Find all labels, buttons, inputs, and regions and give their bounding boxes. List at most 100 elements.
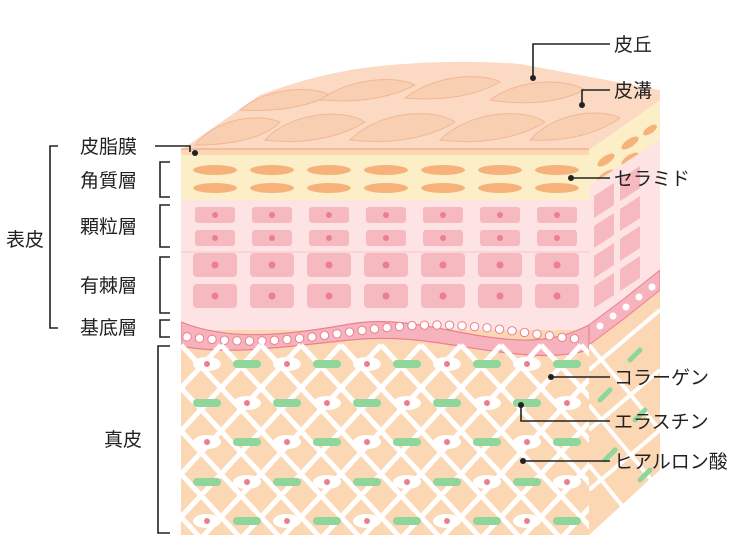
label-ceramide: セラミド <box>614 168 690 190</box>
cell-nucleus <box>284 439 290 445</box>
label-hishimaku: 皮脂膜 <box>80 136 137 158</box>
label-hyaluronic: ヒアルロン酸 <box>614 451 728 473</box>
ceramide-marks <box>193 165 579 193</box>
basal-cell <box>444 320 455 330</box>
collagen-fiber <box>0 345 21 560</box>
cell-nucleus <box>564 479 570 485</box>
collagen-fiber <box>741 345 750 560</box>
label-hikyu: 皮丘 <box>614 34 652 56</box>
basal-cell <box>307 332 317 342</box>
label-hyouhi: 表皮 <box>6 229 44 251</box>
collagen-fiber <box>0 345 181 560</box>
basal-cell <box>407 320 417 331</box>
basal-cell <box>232 336 242 346</box>
collagen-fiber <box>181 343 343 521</box>
elastin-fiber <box>513 399 541 407</box>
cell-nucleus <box>484 479 490 485</box>
cell-nucleus <box>554 212 560 218</box>
elastin-fiber <box>473 360 501 368</box>
elastin-fiber <box>273 399 301 407</box>
spinous-cells <box>193 253 579 308</box>
cell-nucleus <box>439 292 447 300</box>
cell-nucleus <box>524 361 530 367</box>
cell-nucleus <box>284 361 290 367</box>
elastin-fiber <box>233 438 261 446</box>
label-collagen: コラーゲン <box>614 367 709 389</box>
elastin-fiber <box>193 478 221 486</box>
collagen-fiber <box>0 345 61 560</box>
stratum-corneum <box>181 155 589 200</box>
cell-nucleus <box>444 518 450 524</box>
elastin-fiber <box>273 478 301 486</box>
cell-nucleus <box>211 292 219 300</box>
collagen-fiber <box>181 343 223 392</box>
collagen-fiber <box>181 343 303 478</box>
cell-nucleus <box>364 439 370 445</box>
basal-cell <box>282 334 292 345</box>
cell-nucleus <box>325 292 333 300</box>
elastin-fiber <box>313 360 341 368</box>
basal-cell <box>469 321 480 332</box>
cell-nucleus <box>204 361 210 367</box>
label-kitei: 基底層 <box>80 317 137 339</box>
elastin-fiber <box>393 360 421 368</box>
basal-cell <box>319 330 330 341</box>
cell-nucleus <box>496 261 504 269</box>
label-shinpi: 真皮 <box>104 429 142 451</box>
elastin-fiber <box>473 517 501 525</box>
cell-nucleus <box>324 400 330 406</box>
cell-nucleus <box>244 400 250 406</box>
cell-nucleus <box>326 235 332 241</box>
basal-cell <box>369 324 380 334</box>
basal-cell <box>507 326 517 336</box>
elastin-fiber <box>313 517 341 525</box>
cell-nucleus <box>284 518 290 524</box>
collagen-fiber <box>181 513 202 535</box>
cell-nucleus <box>497 212 503 218</box>
basal-cell <box>382 322 392 333</box>
cell-nucleus <box>404 479 410 485</box>
basal-cell <box>194 333 205 343</box>
cell-nucleus <box>553 292 561 300</box>
leader-dots <box>192 75 585 464</box>
leader-lines <box>155 43 610 462</box>
brackets <box>49 145 170 534</box>
front-face <box>0 150 750 560</box>
side-cells <box>594 166 640 308</box>
side-face <box>589 100 660 535</box>
cell-nucleus <box>444 439 450 445</box>
collagen-fiber <box>539 343 589 401</box>
cell-nucleus <box>497 235 503 241</box>
cell-nucleus <box>212 235 218 241</box>
cell-nucleus <box>440 212 446 218</box>
cell-nucleus <box>204 518 210 524</box>
collagen-fiber <box>0 345 141 560</box>
basal-cell <box>182 332 192 342</box>
collagen-fiber <box>181 345 183 349</box>
cell-nucleus <box>564 400 570 406</box>
collagen-fiber <box>0 345 101 560</box>
elastin-fiber <box>393 517 421 525</box>
collagen-fiber <box>181 343 263 435</box>
cell-nucleus <box>524 518 530 524</box>
side-elastin <box>597 347 653 483</box>
basal-cell <box>219 335 230 345</box>
cell-nucleus <box>382 292 390 300</box>
dermis <box>0 343 750 560</box>
cell-nucleus <box>324 479 330 485</box>
cell-nucleus <box>554 235 560 241</box>
elastin-fiber <box>513 478 541 486</box>
skin-surface <box>181 61 660 155</box>
elastin-fiber <box>193 399 221 407</box>
elastin-fiber <box>433 478 461 486</box>
basal-cell <box>557 332 567 343</box>
basal-layer <box>181 321 589 357</box>
elastin-fiber <box>473 438 501 446</box>
cell-nucleus <box>553 261 561 269</box>
label-hikou: 皮溝 <box>614 80 652 102</box>
basal-cell <box>419 320 430 330</box>
elastin-fiber <box>393 438 421 446</box>
basal-cell <box>494 324 505 334</box>
granular-cells <box>195 207 577 246</box>
cell-nucleus <box>211 261 219 269</box>
